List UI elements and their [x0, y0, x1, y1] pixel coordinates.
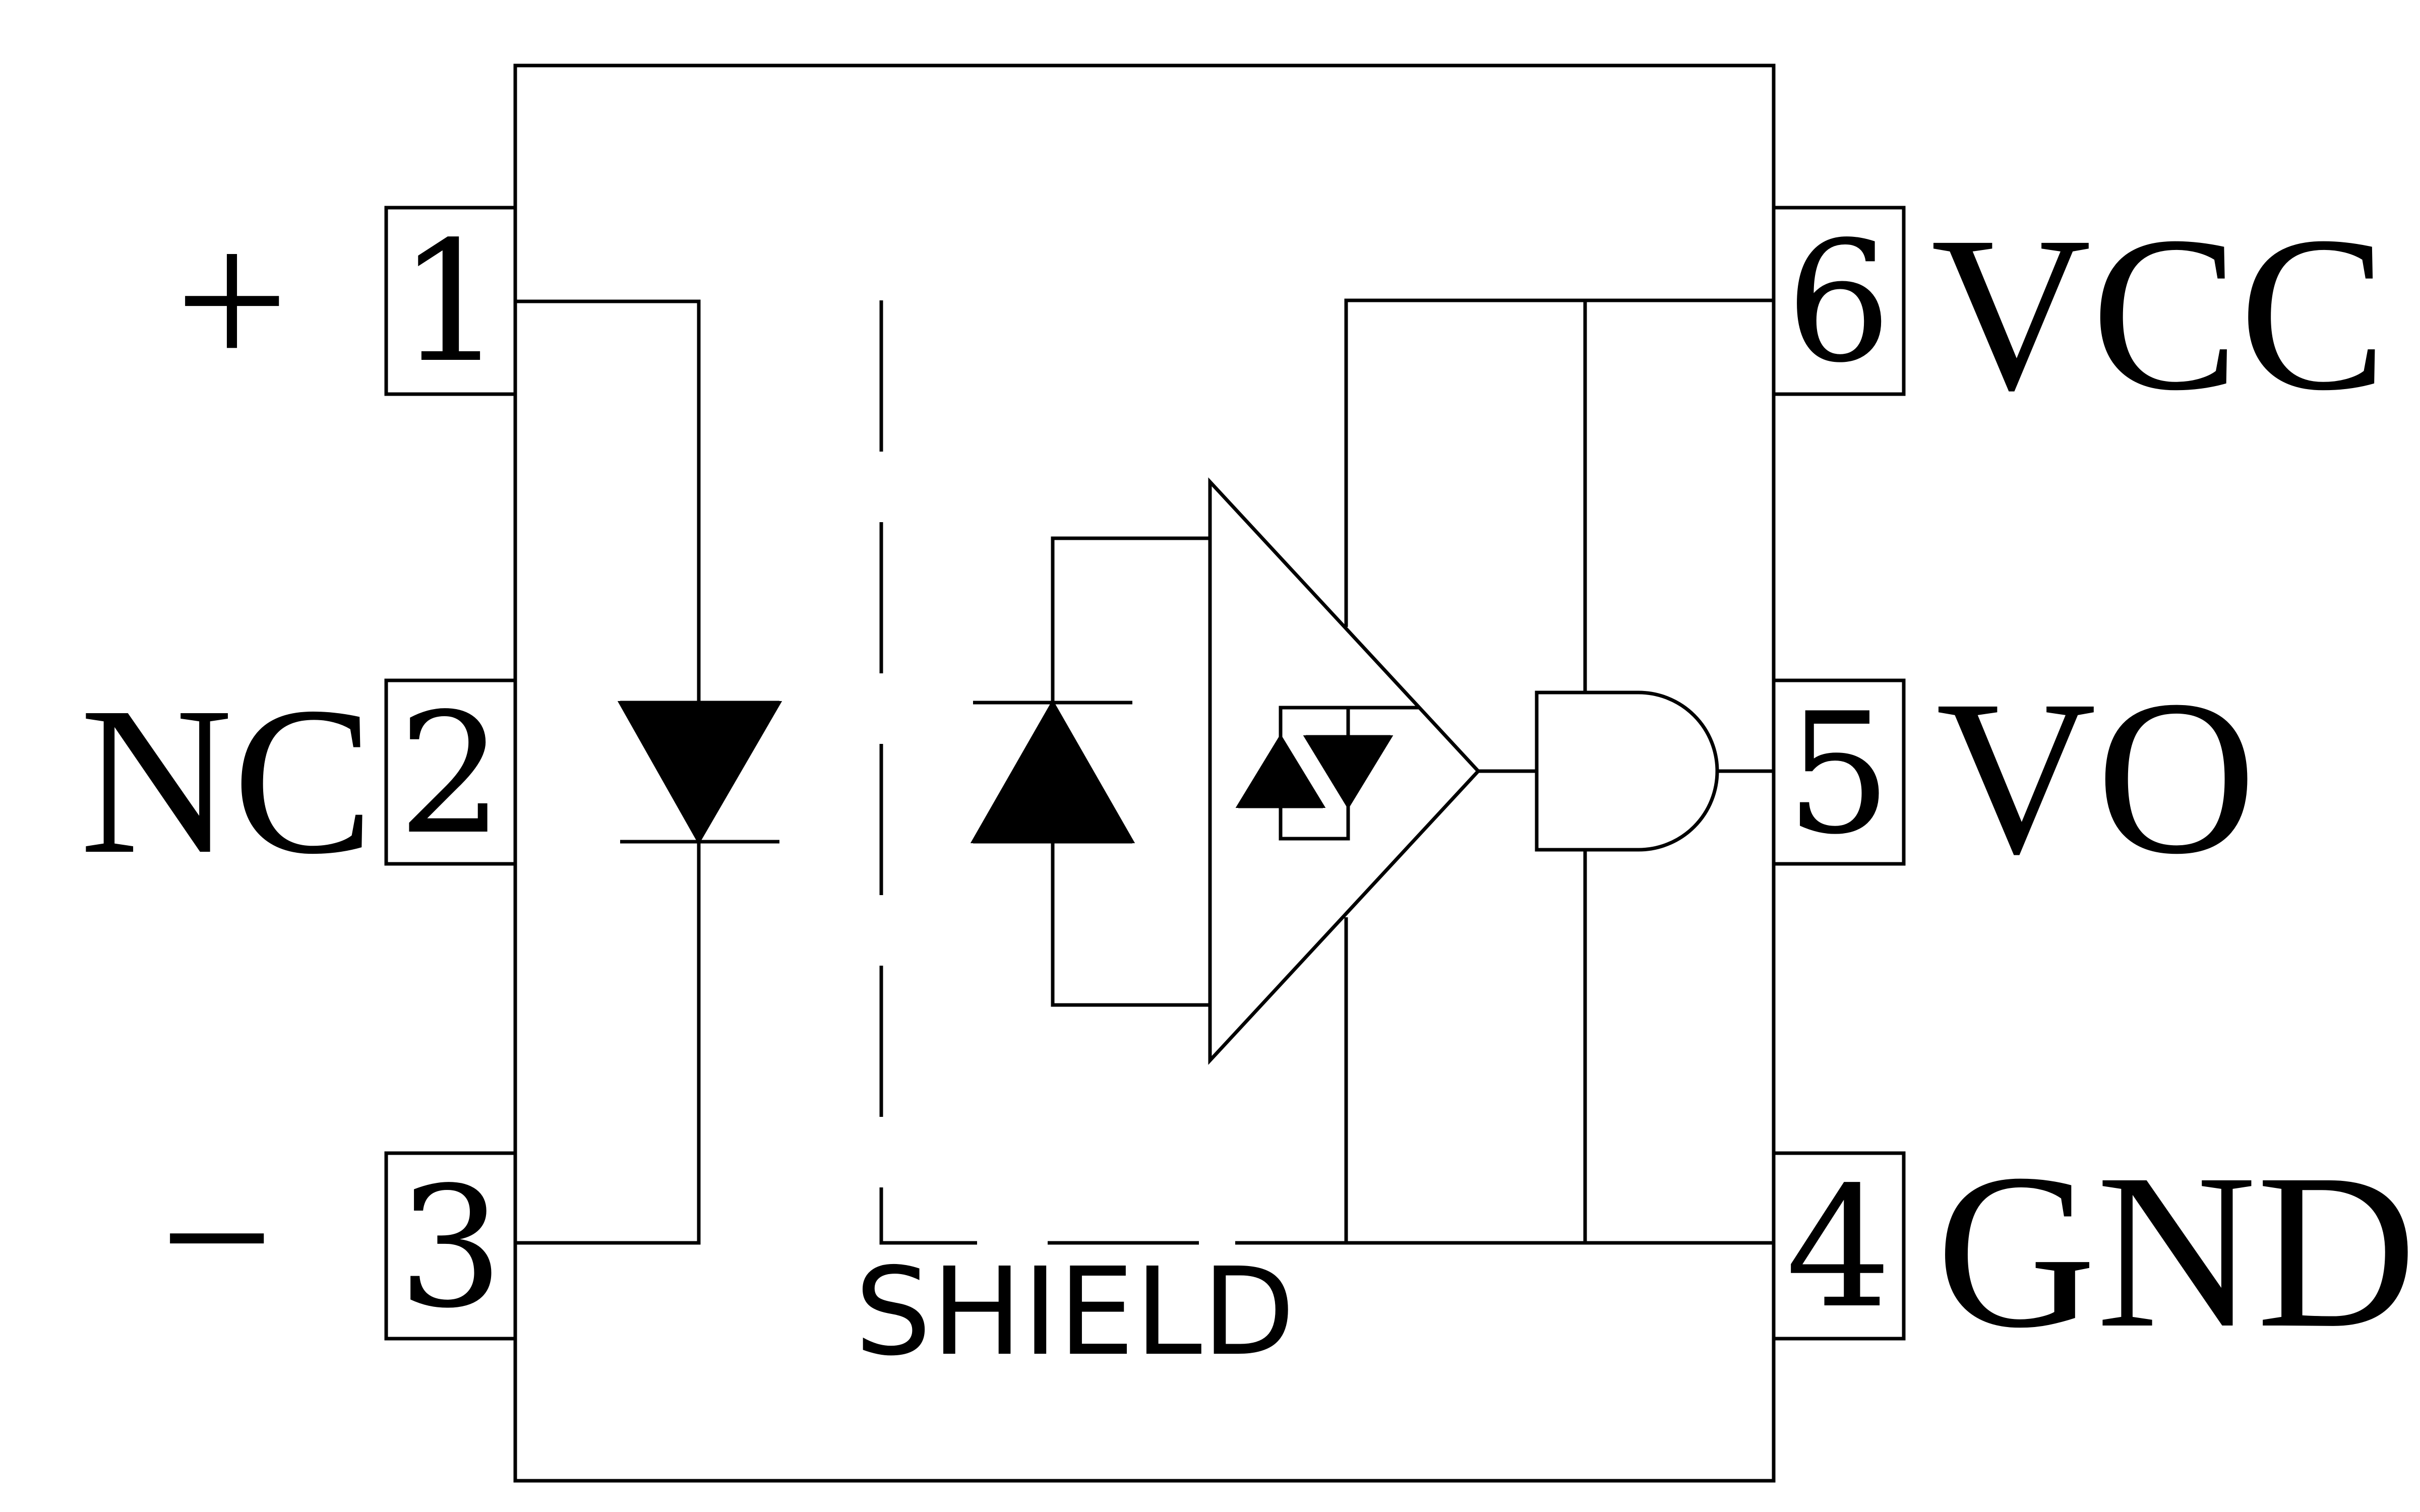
pin-2-signal-label: NC: [80, 663, 374, 898]
and-gate-icon: [1535, 690, 1719, 852]
pin-3-signal-label: −: [160, 1126, 274, 1349]
pin-6-number: 6: [1786, 206, 1892, 399]
pin-3-box: [384, 1151, 517, 1341]
amplifier-up-diode-icon: [1235, 734, 1326, 808]
pin-2-number: 2: [398, 677, 504, 871]
shield-label: SHIELD: [855, 1241, 1295, 1382]
led-cathode-wire: [515, 842, 701, 1245]
photodiode-bottom-wire: [1051, 842, 1210, 1007]
amplifier-icon: [1208, 477, 1481, 1065]
photodiode-icon: [970, 699, 1135, 843]
pin-5-number: 5: [1786, 677, 1892, 871]
pin-1-number: 1: [398, 206, 504, 399]
pin-4-signal-label: GND: [1936, 1128, 2416, 1374]
pin-2-box: [384, 678, 517, 866]
amplifier-vcc-wire: [1344, 298, 1774, 627]
pin-6-signal-label: VCC: [1931, 191, 2387, 436]
shield-line: [879, 300, 1343, 1245]
pin-5-signal-label: VO: [1936, 655, 2257, 900]
led-anode-wire: [515, 299, 701, 703]
pin-1-signal-label: +: [175, 188, 289, 412]
pin-4-number: 4: [1786, 1151, 1892, 1345]
pin-3-number: 3: [398, 1151, 504, 1345]
pin-4-box: [1772, 1151, 1906, 1341]
photodiode-top-wire: [1051, 536, 1210, 703]
amplifier-down-diode-icon: [1303, 735, 1394, 809]
input-led-diode-icon: [617, 701, 782, 845]
